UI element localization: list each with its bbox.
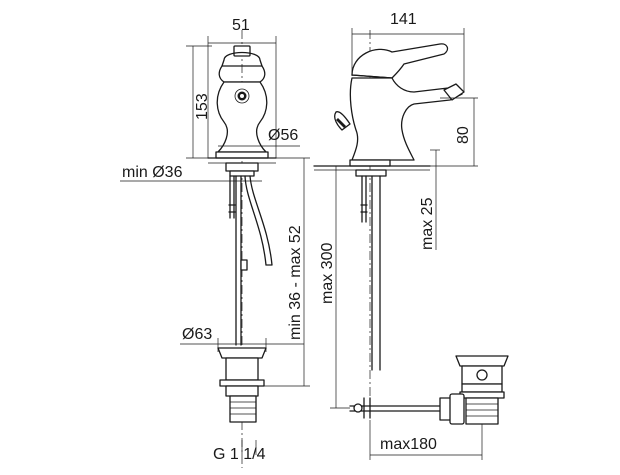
side-body <box>349 77 463 161</box>
dim-height-153: 153 <box>194 93 211 120</box>
side-handle <box>351 43 449 79</box>
side-view: 141 80 max 25 max 300 max180 <box>313 11 509 460</box>
pop-up-knob <box>334 111 351 131</box>
front-waste <box>217 347 267 423</box>
dim-depth-141: 141 <box>390 11 417 28</box>
dim-total-length-max: max 300 <box>319 243 336 304</box>
front-base <box>215 151 269 159</box>
dim-rod-length-max: max180 <box>380 436 437 453</box>
dim-waste-thread: G 1 1/4 <box>213 446 266 463</box>
dim-spout-height: 80 <box>455 126 472 144</box>
front-view: 51 153 Ø56 min Ø36 Ø63 min 36 - max 52 G… <box>120 17 310 468</box>
dim-deck-thickness: min 36 - max 52 <box>287 225 304 340</box>
dim-pop-up-max: max 25 <box>419 197 436 250</box>
dim-width-51: 51 <box>232 17 250 34</box>
dim-flange-diameter: Ø63 <box>182 326 212 343</box>
dim-hole-diameter: min Ø36 <box>122 164 183 181</box>
side-waste <box>439 355 509 425</box>
dim-body-diameter: Ø56 <box>268 127 298 144</box>
